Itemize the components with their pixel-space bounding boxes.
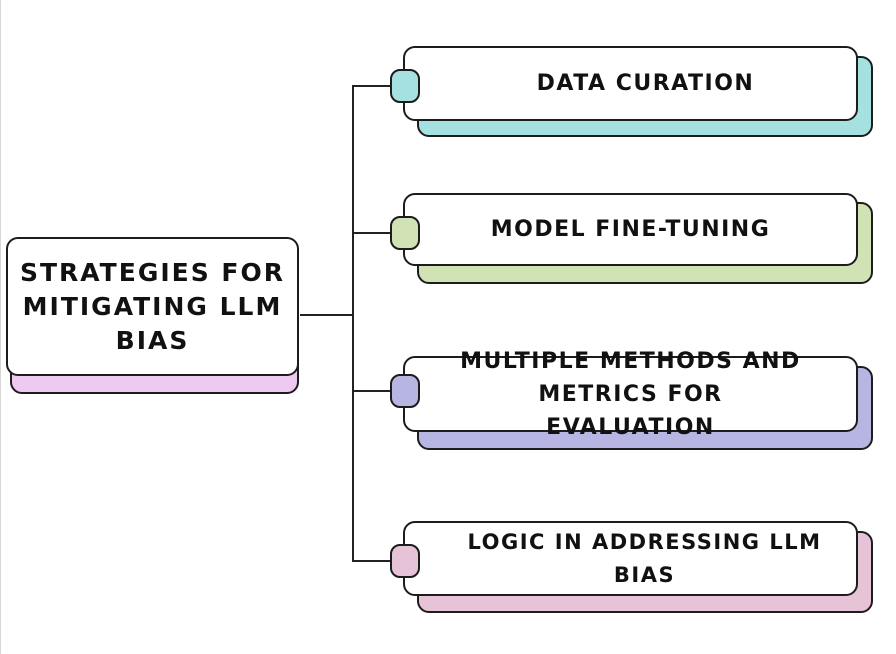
branch-connector <box>352 232 392 234</box>
branch-node-logic: LOGIC IN ADDRESSING LLM BIAS <box>403 521 858 596</box>
branch-label: DATA CURATION <box>536 71 755 96</box>
branch-node-model-fine-tuning: MODEL FINE-TUNING <box>403 193 858 266</box>
central-node-label: STRATEGIES FOR MITIGATING LLM BIAS <box>19 257 286 355</box>
branch-label: LOGIC IN ADDRESSING LLM BIAS <box>467 529 822 587</box>
branch-tab <box>390 544 420 578</box>
branch-connector <box>352 560 392 562</box>
branch-node-multiple-methods: MULTIPLE METHODS AND METRICS FOR EVALUAT… <box>403 349 858 440</box>
branch-connector <box>352 390 392 392</box>
page-edge <box>0 0 1 654</box>
central-node: STRATEGIES FOR MITIGATING LLM BIAS <box>6 237 299 376</box>
branch-node-data-curation: DATA CURATION <box>403 46 858 121</box>
branch-tab <box>390 374 420 408</box>
branch-label: MULTIPLE METHODS AND METRICS FOR EVALUAT… <box>460 348 801 440</box>
branch-tab <box>390 216 420 250</box>
branch-label: MODEL FINE-TUNING <box>490 217 771 242</box>
central-connector <box>300 314 353 316</box>
trunk-line <box>352 85 354 562</box>
branch-connector <box>352 85 392 87</box>
branch-tab <box>390 69 420 103</box>
